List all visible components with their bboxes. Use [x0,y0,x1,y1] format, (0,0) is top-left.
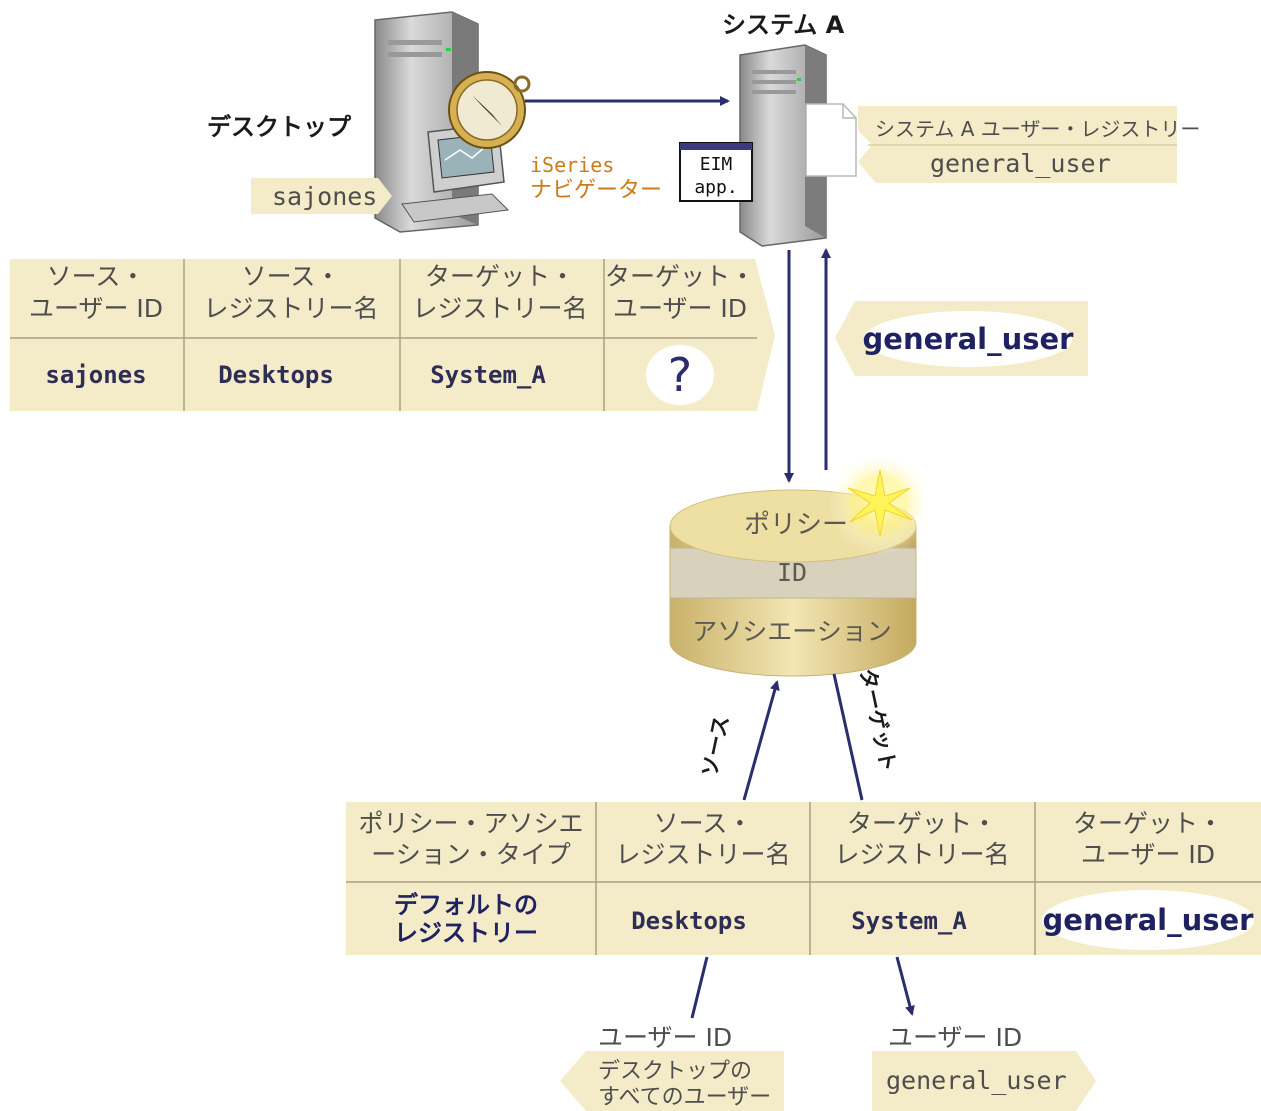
compass-icon [448,71,531,149]
navigator-label-2: ナビゲーター [530,178,662,203]
bottom-header-target-registry-2: レジストリー名 [834,840,1009,869]
bottom-header-target-user-2: ユーザー ID [1081,840,1215,869]
top-cell-source-registry: Desktops [218,361,334,389]
bottom-right-tag [872,1051,1096,1111]
bottom-cell-target-registry: System_A [851,907,967,935]
source-arrow [742,680,780,801]
desktop-title: デスクトップ [207,113,352,141]
system-a-registry-label: システム A ユーザー・レジストリー [875,117,1200,141]
bottom-left-desc-1: デスクトップの [598,1059,752,1084]
top-cell-target-user: ? [668,348,692,402]
unknown-bubble [646,345,714,405]
bottom-cell-type-1: デフォルトの [394,891,538,919]
bottom-left-tag [560,1051,784,1111]
bottom-cell-type-2: レジストリー [394,919,538,947]
top-header-target-registry-2: レジストリー名 [412,294,587,323]
top-header-target-user-1: ターゲット・ [605,262,755,291]
top-cell-source-user: sajones [45,361,146,389]
desktop-user-tag [251,178,392,214]
bottom-right-value: general_user [886,1066,1067,1095]
server-icon [739,44,827,247]
system-a-registry-user: general_user [930,149,1111,178]
bottom-header-source-registry-1: ソース・ [654,809,753,838]
bottom-left-user-id-label: ユーザー ID [598,1023,732,1052]
svg-text:EIM: EIM [700,154,733,175]
svg-text:app.: app. [694,177,737,198]
bottom-header-type-1: ポリシー・アソシエ [358,809,583,838]
bottom-right-user-id-label: ユーザー ID [888,1023,1022,1052]
target-user-arrow [895,956,915,1016]
top-header-source-user-1: ソース・ [47,262,146,291]
cylinder-id-label: ID [777,558,807,587]
target-label: ターゲット [855,666,900,774]
top-header-source-registry-1: ソース・ [242,262,341,291]
top-cell-target-registry: System_A [430,361,546,389]
bottom-header-source-registry-2: レジストリー名 [615,840,790,869]
bottom-header-target-registry-1: ターゲット・ [847,809,997,838]
bottom-cell-target-user: general_user [1043,903,1255,937]
cylinder-policy-label: ポリシー [744,510,848,540]
top-header-target-registry-1: ターゲット・ [425,262,575,291]
top-header-source-registry-2: レジストリー名 [203,294,378,323]
top-header-target-user-2: ユーザー ID [613,294,747,323]
returned-user: general_user [863,322,1075,356]
bottom-cell-source-registry: Desktops [631,907,747,935]
source-label: ソース [697,713,733,779]
source-user-line [690,956,709,1019]
policy-association-table: ポリシー・アソシエ ーション・タイプ ソース・ レジストリー名 ターゲット・ レ… [346,802,1261,955]
bottom-header-type-2: ーション・タイプ [371,840,571,869]
top-header-source-user-2: ユーザー ID [29,294,163,323]
eim-app-icon: EIM app. [679,142,753,202]
system-a-title: システム A [722,11,845,39]
cylinder-association-label: アソシエーション [692,617,892,646]
bottom-left-desc-2: すべてのユーザー [598,1085,771,1110]
top-lookup-table: ソース・ ユーザー ID ソース・ レジストリー名 ターゲット・ レジストリー名… [10,259,775,411]
desktop-user: sajones [272,182,377,211]
target-line [832,673,864,801]
document-icon [805,103,857,177]
eim-domain-cylinder: ポリシー ID アソシエーション [669,451,932,677]
desktop-computer [374,11,531,233]
navigator-label-1: iSeries [530,153,614,177]
bottom-header-target-user-1: ターゲット・ [1073,809,1223,838]
